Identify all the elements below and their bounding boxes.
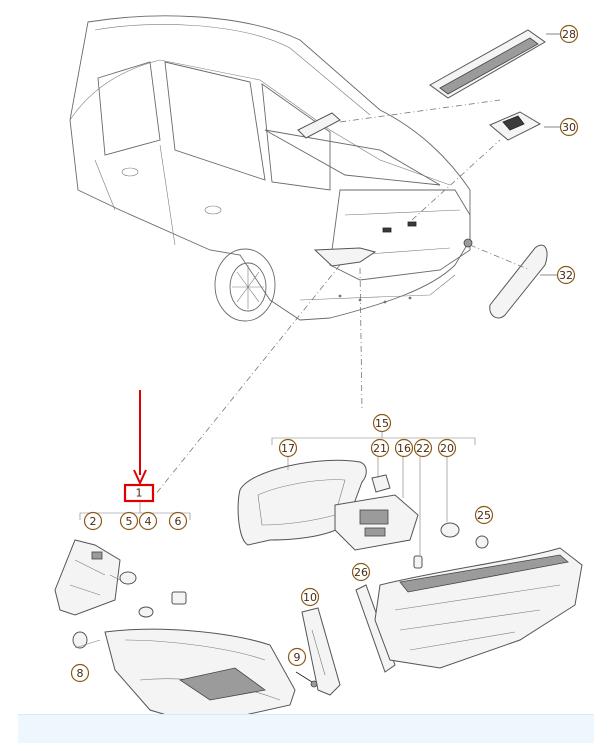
callout-22-label: 22 <box>416 442 430 455</box>
callout-6-circle <box>168 511 188 531</box>
callout-28[interactable]: 28 <box>546 24 579 44</box>
callout-30-label: 30 <box>562 121 576 134</box>
callout-25-label: 25 <box>477 509 491 522</box>
part-20-drawing <box>440 522 460 538</box>
callout-10-label: 10 <box>303 591 317 604</box>
part-21-drawing <box>371 474 391 493</box>
part-30-drawing <box>489 111 542 141</box>
callout-28-circle <box>559 24 579 44</box>
callout-15-label: 15 <box>375 417 389 430</box>
part-9-drawing <box>295 671 318 688</box>
callout-9[interactable]: 9 <box>287 647 307 667</box>
part-32-drawing <box>489 244 548 319</box>
callout-30[interactable]: 30 <box>544 117 579 137</box>
callout-5-circle <box>119 511 139 531</box>
callout-2-circle <box>83 511 103 531</box>
callout-17[interactable]: 17 <box>278 438 298 458</box>
callout-2[interactable]: 2 <box>83 511 103 531</box>
callout-6[interactable]: 6 <box>168 511 188 531</box>
callout-5[interactable]: 5 <box>119 511 139 531</box>
callout-20-circle <box>437 438 457 458</box>
callout-2-label: 2 <box>90 515 97 528</box>
callout-8[interactable]: 8 <box>70 663 90 683</box>
callout-20-label: 20 <box>440 442 454 455</box>
callout-9-circle <box>287 647 307 667</box>
callout-30-circle <box>559 117 579 137</box>
part-5-drawing <box>119 571 137 585</box>
callout-16-label: 16 <box>397 442 411 455</box>
callout-21[interactable]: 21 <box>370 438 390 458</box>
callout-4-label: 4 <box>145 515 152 528</box>
part-25-drawing <box>475 535 489 549</box>
part-22-drawing <box>413 555 423 569</box>
car-illustration <box>69 15 473 322</box>
part-8-drawing <box>72 631 88 649</box>
callout-8-circle <box>70 663 90 683</box>
callout-22[interactable]: 22 <box>413 438 433 458</box>
callout-25[interactable]: 25 <box>474 505 494 525</box>
callout-10[interactable]: 10 <box>300 587 320 607</box>
part-26-drawing <box>355 584 396 673</box>
callout-1-highlighted[interactable]: 1 <box>123 483 155 503</box>
callout-32[interactable]: 32 <box>540 265 576 285</box>
part-28-drawing <box>429 29 546 99</box>
callout-32-label: 32 <box>559 269 573 282</box>
callout-5-label: 5 <box>126 515 133 528</box>
callout-22-circle <box>413 438 433 458</box>
part-6-drawing <box>171 591 187 605</box>
callout-9-label: 9 <box>294 651 301 664</box>
part-16-drawing <box>334 494 419 551</box>
callout-10-circle <box>300 587 320 607</box>
callout-17-circle <box>278 438 298 458</box>
callout-16[interactable]: 16 <box>394 438 414 458</box>
right-tail-lamp <box>374 547 583 669</box>
callout-6-label: 6 <box>175 515 182 528</box>
callout-21-label: 21 <box>373 442 387 455</box>
callout-17-label: 17 <box>281 442 295 455</box>
part-2-drawing <box>54 539 121 616</box>
bottom-panel-strip <box>18 714 594 743</box>
part-17-drawing <box>237 459 367 546</box>
callout-15-circle <box>372 413 392 433</box>
callout-4-circle <box>138 511 158 531</box>
callout-32-circle <box>556 265 576 285</box>
callout-26-circle <box>351 562 371 582</box>
callout-8-label: 8 <box>77 667 84 680</box>
callout-1-label: 1 <box>136 487 143 500</box>
callout-26-label: 26 <box>354 566 368 579</box>
part-4-drawing <box>138 606 154 618</box>
callout-21-circle <box>370 438 390 458</box>
callout-28-label: 28 <box>562 28 576 41</box>
part-10-drawing <box>301 607 341 696</box>
callout-16-circle <box>394 438 414 458</box>
callout-25-circle <box>474 505 494 525</box>
left-tail-lamp <box>104 628 296 726</box>
callout-26[interactable]: 26 <box>351 562 371 582</box>
callout-20[interactable]: 20 <box>437 438 457 458</box>
highlight-arrow <box>133 390 147 486</box>
callout-4[interactable]: 4 <box>138 511 158 531</box>
callout-15[interactable]: 15 <box>372 413 392 433</box>
